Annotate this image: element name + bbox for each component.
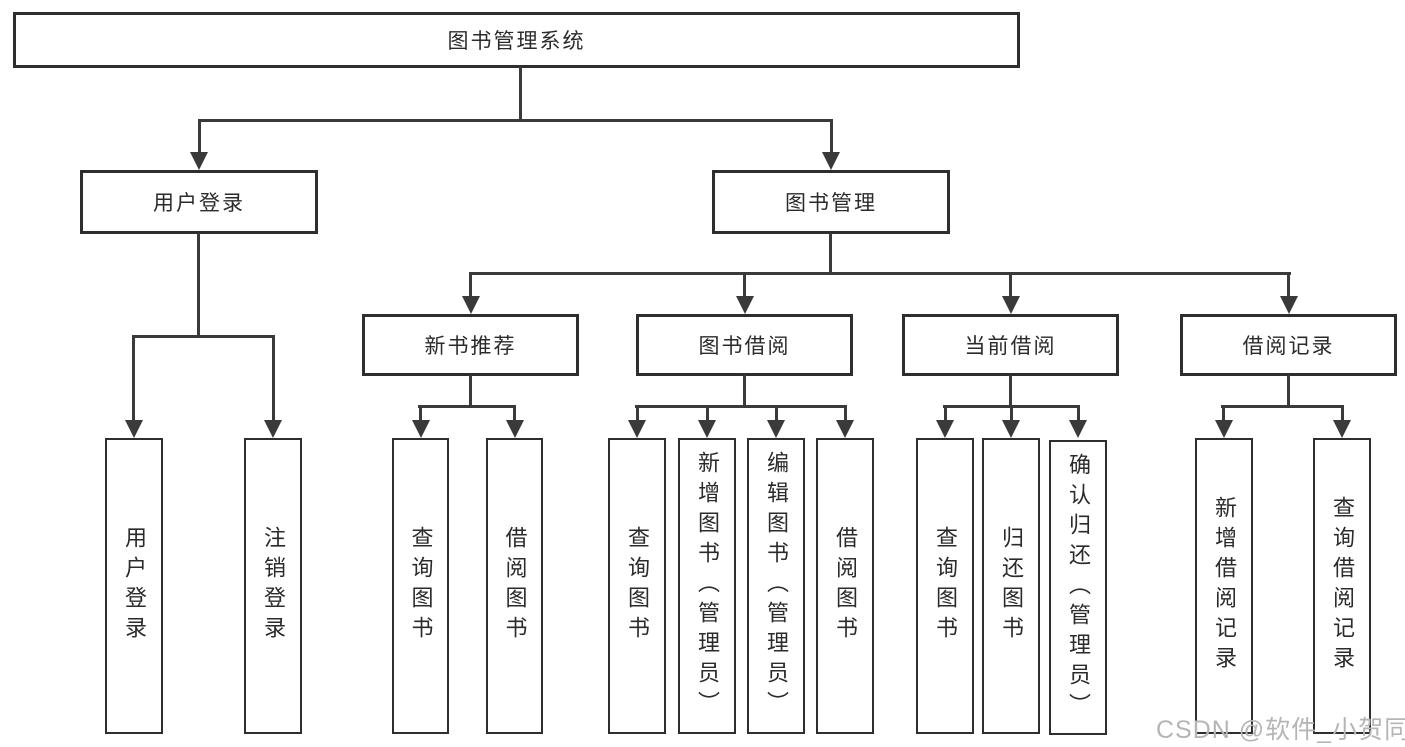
- node-root-label: 图书管理系统: [447, 30, 586, 53]
- leaf-add-borrow-record: 新增借阅记录: [1195, 438, 1253, 734]
- connector-vline: [198, 119, 201, 154]
- leaf-add-borrow-record-label: 新增借阅记录: [1212, 496, 1237, 676]
- connector-vline: [1010, 405, 1013, 422]
- leaf-confirm-return-admin-label: 确认归还（管理员）: [1066, 452, 1091, 723]
- leaf-query-books-current-label: 查询图书: [933, 526, 958, 646]
- node-user-login-label: 用户登录: [153, 192, 245, 215]
- connector-vline: [944, 405, 947, 422]
- node-current-borrowing-label: 当前借阅: [964, 335, 1057, 358]
- leaf-query-borrow-record-label: 查询借阅记录: [1330, 496, 1355, 676]
- connector-vline: [830, 119, 833, 154]
- arrow-down-icon: [1069, 420, 1087, 438]
- node-book-management-label: 图书管理: [785, 192, 877, 215]
- connector-vline: [775, 405, 778, 422]
- leaf-confirm-return-admin: 确认归还（管理员）: [1049, 440, 1107, 735]
- arrow-down-icon: [936, 420, 954, 438]
- leaf-add-book-admin: 新增图书（管理员）: [678, 438, 736, 734]
- leaf-return-books-label: 归还图书: [999, 526, 1024, 646]
- arrow-down-icon: [1002, 420, 1020, 438]
- node-new-book-recommend-label: 新书推荐: [424, 335, 517, 358]
- connector-hline: [635, 405, 847, 408]
- arrow-down-icon: [836, 420, 854, 438]
- node-current-borrowing: 当前借阅: [902, 314, 1119, 376]
- leaf-logout: 注销登录: [244, 438, 302, 734]
- arrow-down-icon: [698, 420, 716, 438]
- arrow-down-icon: [767, 420, 785, 438]
- connector-vline: [1287, 375, 1290, 407]
- arrow-down-icon: [190, 152, 208, 170]
- node-book-management: 图书管理: [712, 170, 950, 234]
- connector-hline: [198, 119, 832, 122]
- node-book-borrowing: 图书借阅: [636, 314, 853, 376]
- leaf-borrow-books-recommend-label: 借阅图书: [502, 526, 528, 646]
- arrow-down-icon: [1280, 296, 1298, 314]
- node-borrowing-records-label: 借阅记录: [1242, 335, 1335, 358]
- node-borrowing-records: 借阅记录: [1180, 314, 1397, 376]
- arrow-down-icon: [736, 296, 754, 314]
- leaf-query-books-borrow: 查询图书: [608, 438, 666, 734]
- leaf-query-books-recommend-label: 查询图书: [408, 526, 434, 646]
- connector-vline: [1009, 272, 1012, 298]
- connector-vline: [469, 272, 472, 298]
- connector-vline: [272, 335, 275, 422]
- connector-vline: [844, 405, 847, 422]
- connector-hline: [418, 405, 516, 408]
- connector-hline: [1221, 405, 1344, 408]
- connector-vline: [1287, 272, 1290, 298]
- leaf-return-books: 归还图书: [982, 438, 1040, 734]
- leaf-logout-label: 注销登录: [261, 526, 286, 646]
- connector-vline: [1077, 405, 1080, 422]
- connector-vline: [1222, 405, 1225, 422]
- node-root: 图书管理系统: [13, 12, 1020, 68]
- connector-vline: [1009, 375, 1012, 407]
- leaf-user-login: 用户登录: [105, 438, 163, 734]
- connector-vline: [743, 375, 746, 407]
- watermark: CSDN @软件_小贺同学: [1156, 716, 1405, 744]
- leaf-borrow-books-recommend: 借阅图书: [486, 438, 543, 734]
- leaf-query-books-current: 查询图书: [916, 438, 974, 734]
- connector-vline: [132, 335, 135, 422]
- leaf-edit-book-admin-label: 编辑图书（管理员）: [764, 451, 789, 721]
- arrow-down-icon: [412, 420, 430, 438]
- connector-vline: [829, 233, 832, 274]
- connector-hline: [132, 335, 275, 338]
- arrow-down-icon: [125, 420, 143, 438]
- connector-vline: [706, 405, 709, 422]
- arrow-down-icon: [506, 420, 524, 438]
- arrow-down-icon: [1002, 296, 1020, 314]
- connector-vline: [519, 67, 522, 122]
- connector-vline: [636, 405, 639, 422]
- arrow-down-icon: [264, 420, 282, 438]
- connector-vline: [743, 272, 746, 298]
- leaf-user-login-label: 用户登录: [122, 526, 147, 646]
- leaf-add-book-admin-label: 新增图书（管理员）: [695, 451, 720, 721]
- node-book-borrowing-label: 图书借阅: [698, 335, 791, 358]
- arrow-down-icon: [1215, 420, 1233, 438]
- leaf-query-books-borrow-label: 查询图书: [625, 526, 650, 646]
- leaf-edit-book-admin: 编辑图书（管理员）: [747, 438, 805, 734]
- connector-hline: [469, 272, 1291, 275]
- arrow-down-icon: [1333, 420, 1351, 438]
- leaf-borrow-books-borrow-label: 借阅图书: [833, 526, 858, 646]
- connector-vline: [513, 405, 516, 422]
- leaf-query-borrow-record: 查询借阅记录: [1313, 438, 1371, 734]
- connector-vline: [197, 233, 200, 337]
- arrow-down-icon: [628, 420, 646, 438]
- node-user-login: 用户登录: [80, 170, 318, 234]
- connector-vline: [469, 375, 472, 407]
- arrow-down-icon: [462, 296, 480, 314]
- connector-vline: [419, 405, 422, 422]
- connector-vline: [1341, 405, 1344, 422]
- leaf-query-books-recommend: 查询图书: [392, 438, 449, 734]
- node-new-book-recommend: 新书推荐: [362, 314, 579, 376]
- leaf-borrow-books-borrow: 借阅图书: [816, 438, 874, 734]
- arrow-down-icon: [822, 152, 840, 170]
